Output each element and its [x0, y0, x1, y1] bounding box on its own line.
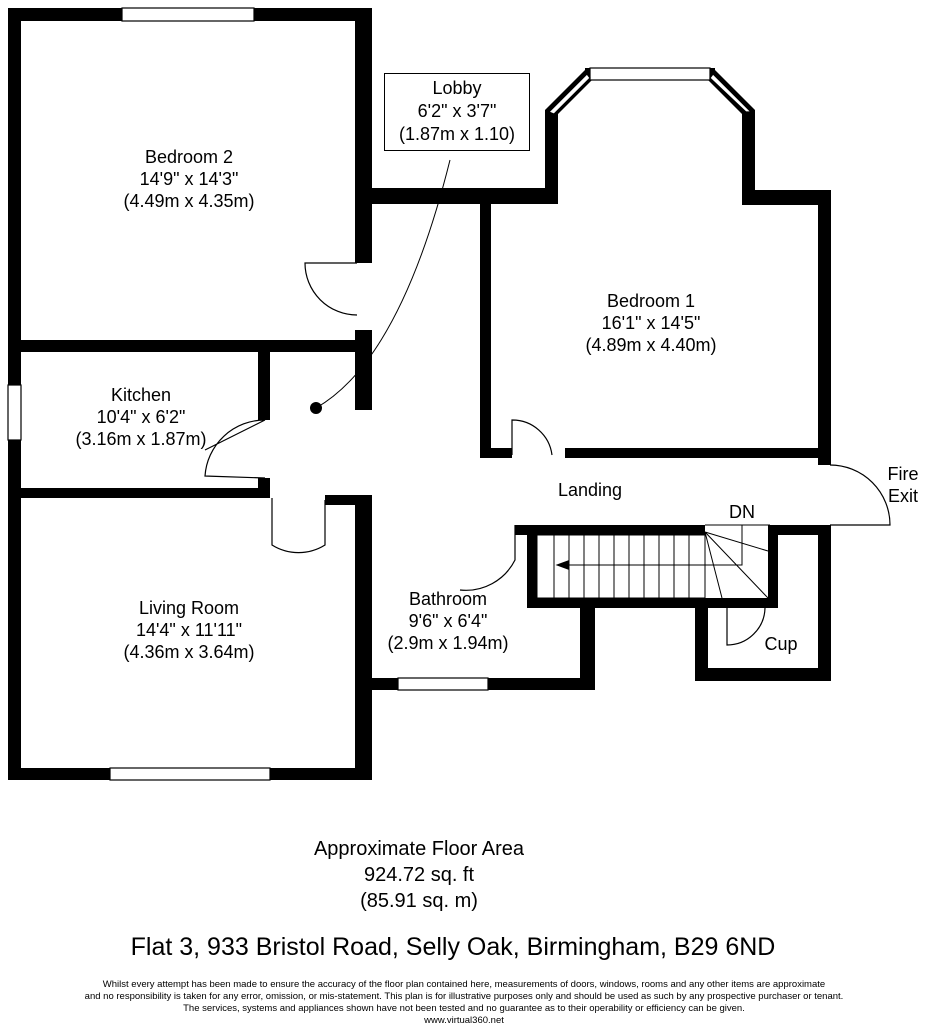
floor-area-sqm: (85.91 sq. m) [360, 890, 478, 912]
room-label-cupboard: Cup [764, 633, 797, 655]
lobby-pointer [310, 159, 451, 414]
room-name: Bedroom 1 [606, 291, 696, 311]
room-size-metric: (4.89m x 4.40m) [585, 335, 717, 355]
floor-area-sqft: 924.72 sq. ft [363, 864, 475, 886]
room-label-bedroom2: Bedroom 2 14'9" x 14'3" (4.49m x 4.35m) [123, 146, 254, 212]
room-size-metric: (3.16m x 1.87m) [75, 429, 207, 449]
room-size-imperial: 6'2" x 3'7" [417, 101, 497, 121]
room-name: Landing [557, 480, 623, 500]
room-size-metric: (4.36m x 3.64m) [123, 642, 255, 662]
room-label-lobby: Lobby 6'2" x 3'7" (1.87m x 1.10) [384, 73, 530, 151]
room-label-bedroom1: Bedroom 1 16'1" x 14'5" (4.89m x 4.40m) [585, 290, 716, 356]
floor-area: Approximate Floor Area 924.72 sq. ft (85… [314, 836, 524, 914]
room-name: Cup [764, 634, 798, 654]
property-address: Flat 3, 933 Bristol Road, Selly Oak, Bir… [130, 933, 776, 961]
doors [204, 262, 891, 646]
website-text: www.virtual360.net [424, 1015, 504, 1026]
room-size-metric: (2.9m x 1.94m) [387, 633, 509, 653]
room-size-imperial: 14'4" x 11'11" [135, 620, 243, 640]
room-size-imperial: 16'1" x 14'5" [601, 313, 701, 333]
disclaimer-line: and no responsibility is taken for any e… [84, 991, 844, 1002]
room-label-kitchen: Kitchen 10'4" x 6'2" (3.16m x 1.87m) [75, 384, 206, 450]
room-size-imperial: 10'4" x 6'2" [96, 407, 186, 427]
room-name: Bathroom [408, 589, 488, 609]
room-name: Lobby [432, 78, 482, 98]
fire-exit-label: Fire Exit [888, 463, 919, 507]
room-size-imperial: 14'9" x 14'3" [139, 169, 239, 189]
stairs-label: DN [729, 502, 755, 522]
room-size-metric: (4.49m x 4.35m) [123, 191, 255, 211]
windows [7, 7, 753, 781]
room-label-landing: Landing [558, 479, 622, 501]
stairs [536, 524, 770, 599]
room-size-imperial: 9'6" x 6'4" [408, 611, 488, 631]
stairs-down-label: DN [729, 501, 755, 523]
fire-exit-line1: Fire [887, 464, 919, 484]
disclaimer-line: The services, systems and appliances sho… [183, 1003, 745, 1014]
room-name: Kitchen [110, 385, 172, 405]
room-size-metric: (1.87m x 1.10) [398, 124, 516, 144]
room-label-bathroom: Bathroom 9'6" x 6'4" (2.9m x 1.94m) [387, 588, 508, 654]
floor-area-title: Approximate Floor Area [313, 838, 525, 860]
room-name: Bedroom 2 [144, 147, 234, 167]
room-label-living-room: Living Room 14'4" x 11'11" (4.36m x 3.64… [123, 597, 254, 663]
fire-exit-line2: Exit [887, 486, 918, 506]
room-name: Living Room [138, 598, 240, 618]
disclaimer-line: Whilst every attempt has been made to en… [102, 979, 826, 990]
disclaimer: Whilst every attempt has been made to en… [85, 979, 844, 1027]
